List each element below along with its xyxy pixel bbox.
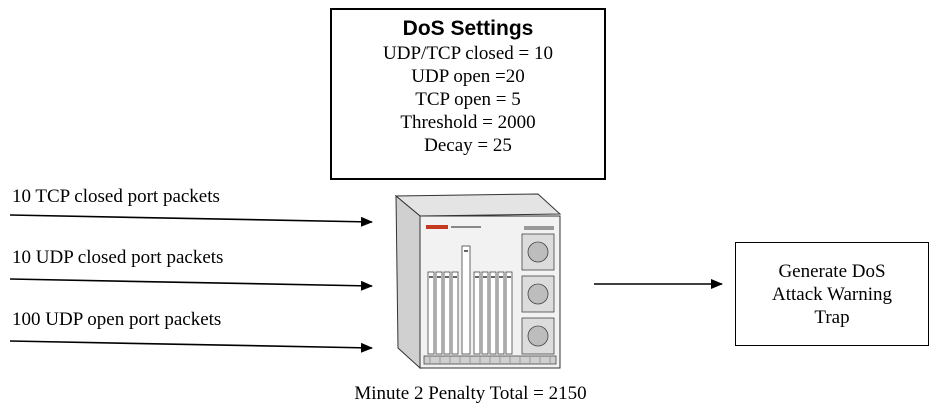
input-label-udp-open: 100 UDP open port packets (12, 309, 222, 330)
trap-line-2: Attack Warning (771, 283, 892, 305)
input-label-tcp-closed: 10 TCP closed port packets (12, 186, 220, 207)
setting-udp-open: UDP open =20 (411, 66, 525, 87)
setting-threshold: Threshold = 2000 (400, 112, 536, 133)
settings-title: DoS Settings (402, 17, 534, 40)
trap-line-1: Generate DoS (778, 260, 886, 282)
penalty-total: Minute 2 Penalty Total = 2150 (354, 383, 587, 404)
setting-tcp-open: TCP open = 5 (415, 89, 521, 110)
trap-line-3: Trap (814, 306, 850, 328)
setting-decay: Decay = 25 (424, 135, 512, 156)
switch-chassis-icon (394, 193, 562, 370)
input-label-udp-closed: 10 UDP closed port packets (12, 247, 224, 268)
arrow-udp-closed (9, 278, 373, 291)
dos-settings-box: DoS Settings UDP/TCP closed = 10 UDP ope… (330, 8, 606, 180)
arrow-udp-open (9, 340, 373, 353)
arrow-tcp-closed (9, 214, 373, 227)
setting-udp-tcp-closed: UDP/TCP closed = 10 (383, 43, 553, 64)
trap-box: Generate DoS Attack Warning Trap (735, 242, 929, 346)
